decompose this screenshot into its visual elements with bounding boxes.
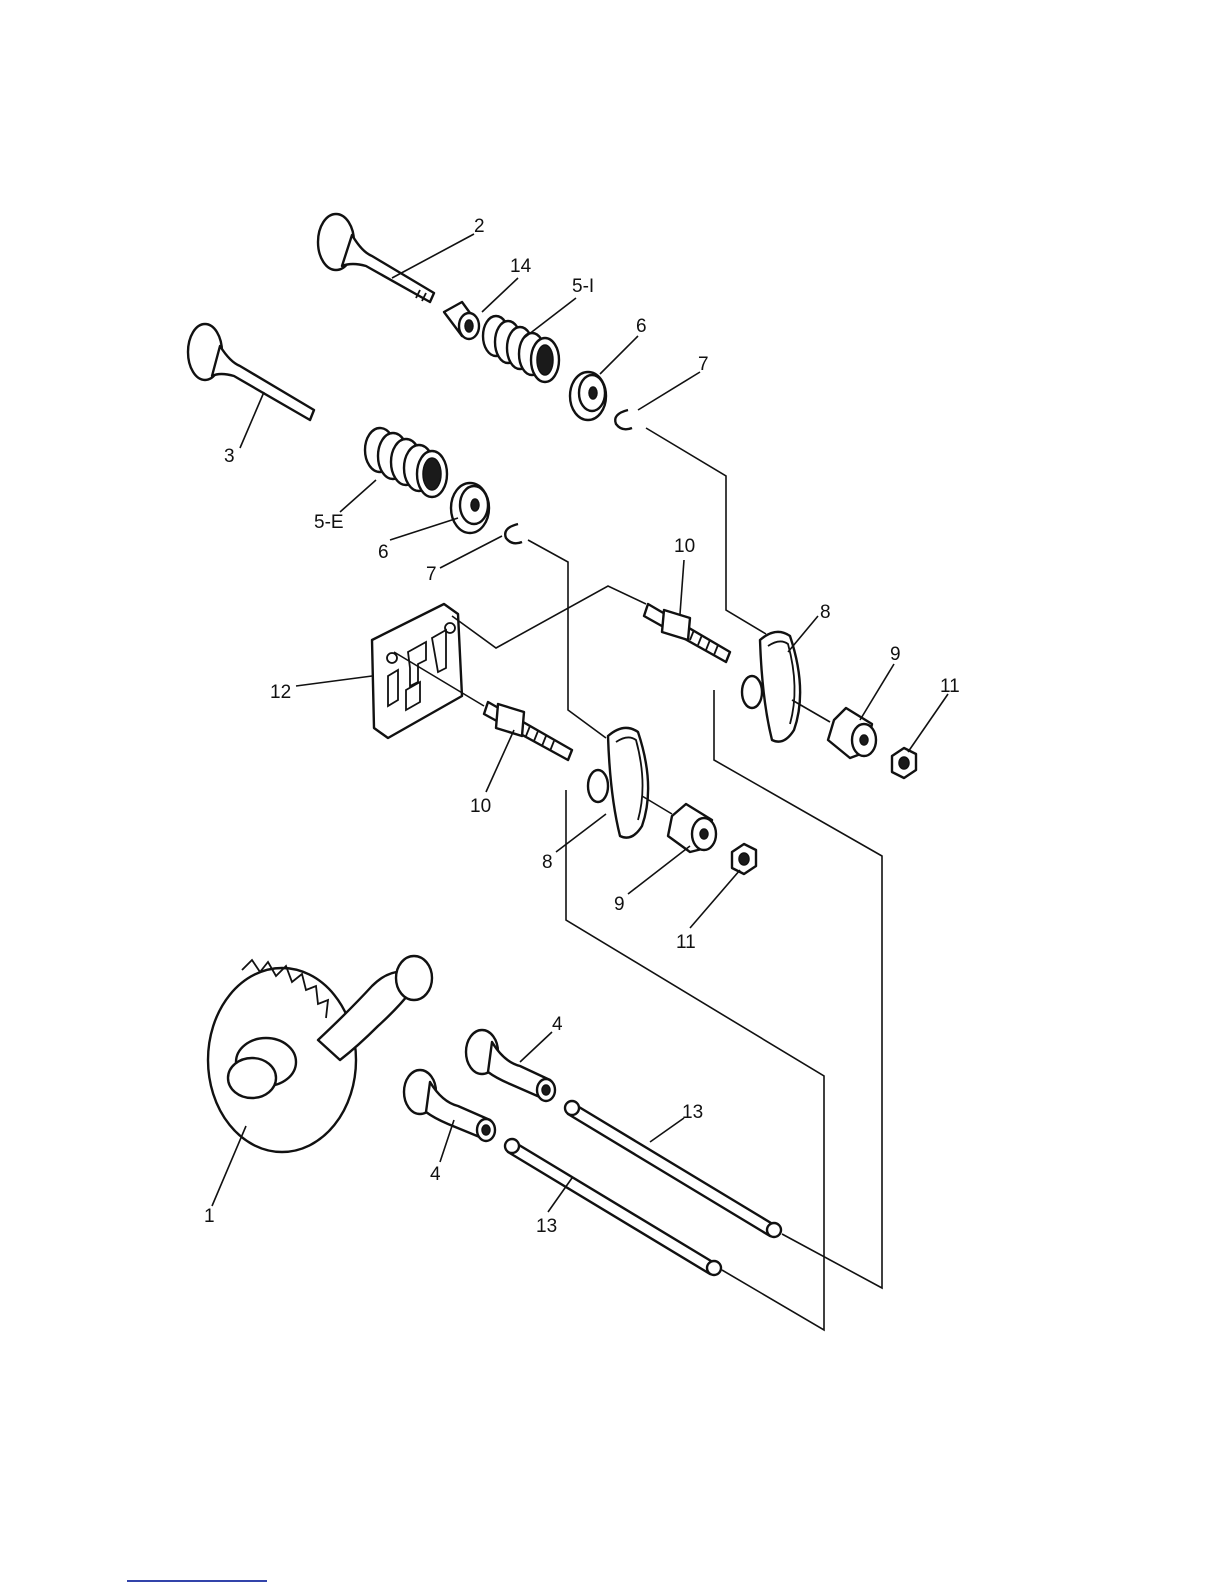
intake-spring-part-5-i [483, 316, 559, 382]
callout-6-lower: 6 [378, 542, 389, 563]
callout-9-lower: 9 [614, 894, 625, 915]
callout-1: 1 [204, 1206, 215, 1227]
callout-7-lower: 7 [426, 564, 437, 585]
callout-11-upper: 11 [940, 676, 960, 697]
callout-10-lower: 10 [470, 796, 491, 817]
rocker-stud-part-10-lower [484, 702, 572, 760]
callout-6-upper: 6 [636, 316, 647, 337]
rocker-plate-part-12 [372, 604, 462, 738]
callout-10-upper: 10 [674, 536, 695, 557]
exhaust-spring-part-5-e [365, 428, 447, 497]
push-rod-part-13-upper [565, 1101, 781, 1237]
lock-nut-part-11-upper [892, 748, 916, 778]
tappet-part-4-lower [404, 1070, 495, 1141]
push-rod-part-13-lower [505, 1139, 721, 1275]
callout-5-i: 5-I [572, 276, 594, 297]
valve-keeper-part-7-upper [615, 410, 632, 429]
valve-seal-part-14 [444, 302, 479, 339]
rocker-stud-part-10-upper [644, 604, 730, 662]
rocker-pivot-part-9-upper [828, 708, 876, 758]
callout-12: 12 [270, 682, 291, 703]
valve-keeper-part-7-lower [505, 524, 522, 543]
intake-valve-part-2 [318, 214, 434, 302]
callout-4-upper: 4 [552, 1014, 563, 1035]
callout-3: 3 [224, 446, 235, 467]
callout-8-lower: 8 [542, 852, 553, 873]
callout-13-lower: 13 [536, 1216, 557, 1237]
footer-rule [127, 1580, 267, 1582]
spring-retainer-part-6-lower [451, 483, 489, 533]
assembly-lines [394, 428, 882, 1330]
callout-9-upper: 9 [890, 644, 901, 665]
callout-7-upper: 7 [698, 354, 709, 375]
callout-2: 2 [474, 216, 485, 237]
rocker-pivot-part-9-lower [668, 804, 716, 852]
callout-5-e: 5-E [314, 512, 344, 533]
lock-nut-part-11-lower [732, 844, 756, 874]
spring-retainer-part-6-upper [570, 372, 606, 420]
callout-4-lower: 4 [430, 1164, 441, 1185]
callout-14: 14 [510, 256, 532, 277]
callout-11-lower: 11 [676, 932, 696, 953]
exhaust-valve-part-3 [188, 324, 314, 420]
callout-8-upper: 8 [820, 602, 831, 623]
camshaft-gear-part-1 [208, 956, 432, 1152]
callout-13-upper: 13 [682, 1102, 703, 1123]
